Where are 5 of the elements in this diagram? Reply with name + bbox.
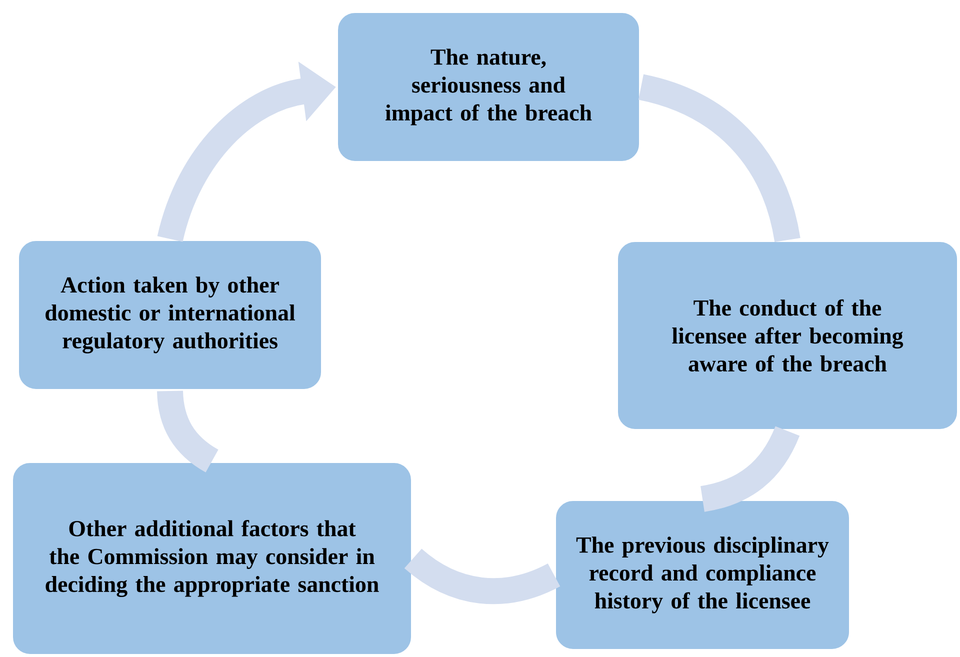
process-box: The nature, seriousness and impact of the breach — [336, 11, 641, 163]
process-box: Other additional factors that the Commission may consider in deciding the appropriate sanction — [11, 460, 413, 656]
process-box: The previous disciplinary record and compliance history of the licensee — [554, 498, 851, 651]
process-box: Action taken by other domestic or international regulatory authorities — [17, 238, 323, 391]
process-box: The conduct of the licensee after becoming aware of the breach — [616, 240, 959, 431]
